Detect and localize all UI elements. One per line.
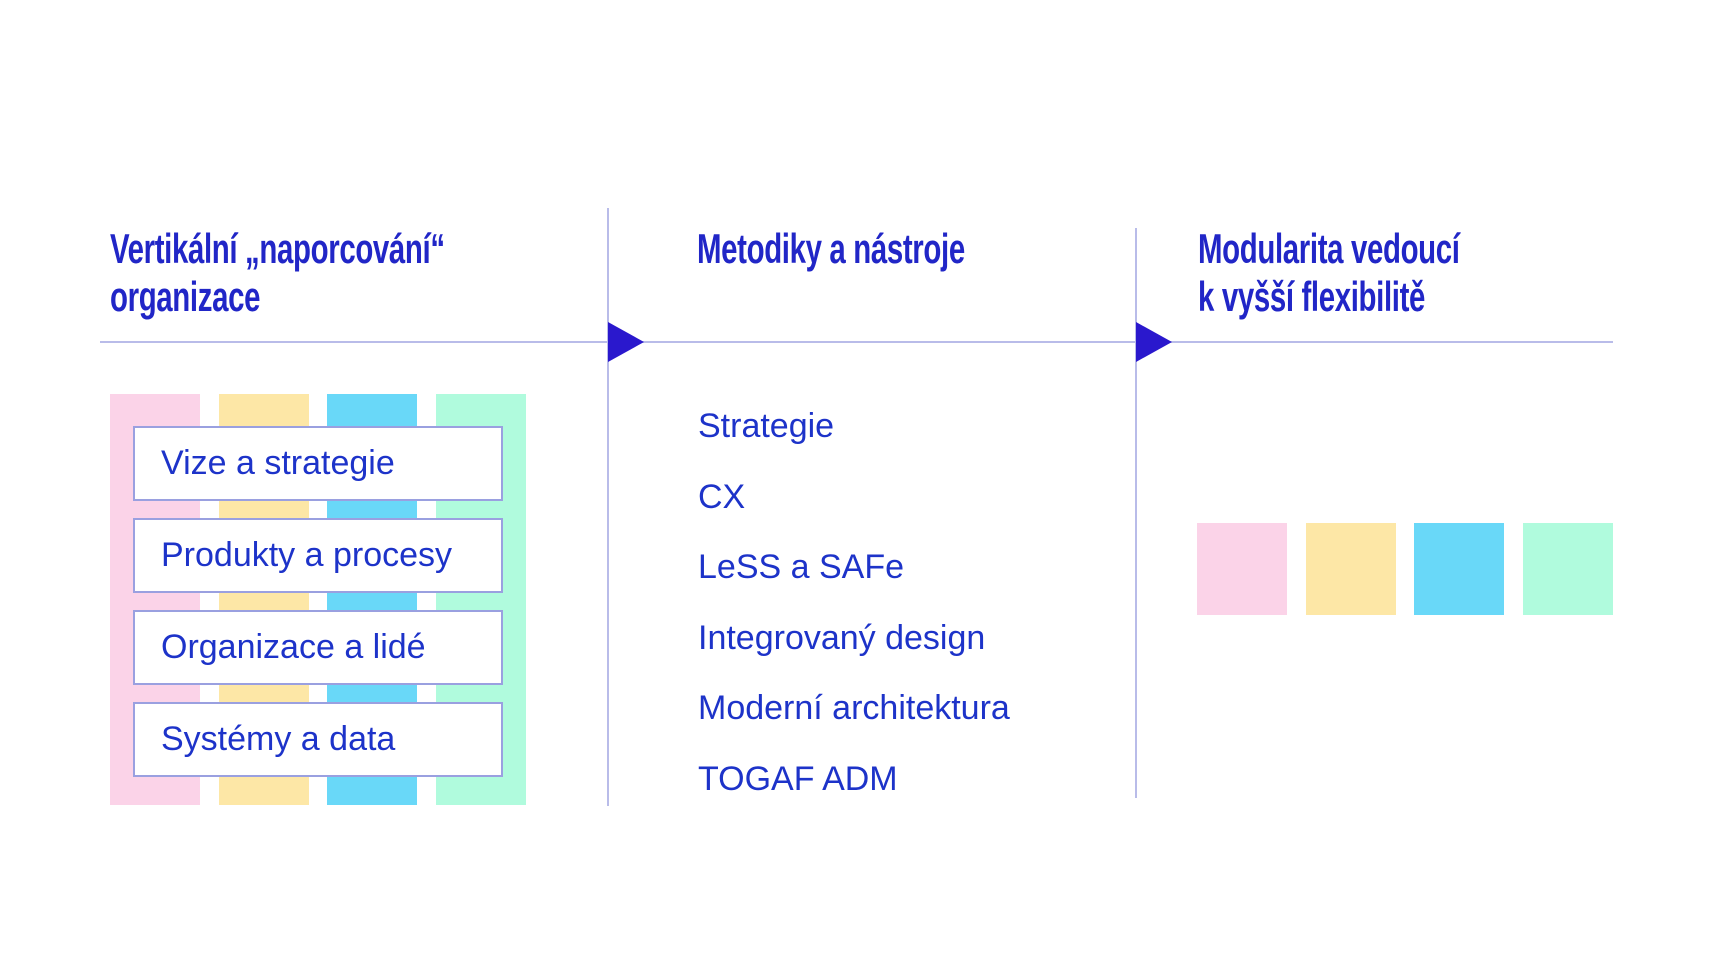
list-item: CX <box>698 477 746 516</box>
layer-box-organizace: Organizace a lidé <box>133 610 503 685</box>
module-square-yellow <box>1305 523 1396 615</box>
column-divider-line-2 <box>1135 228 1137 798</box>
left-column-title: Vertikální „naporcování“ organizace <box>110 225 445 321</box>
organization-layer-boxes: Vize a strategie Produkty a procesy Orga… <box>133 426 503 777</box>
list-item: Strategie <box>698 407 835 445</box>
layer-box-produkty: Produkty a procesy <box>133 518 503 593</box>
list-item: Moderní architektura <box>698 689 1010 727</box>
arrow-right-icon <box>1136 322 1172 362</box>
module-square-pink <box>1197 523 1287 615</box>
layer-box-systemy: Systémy a data <box>133 702 503 777</box>
layer-box-label: Produkty a procesy <box>161 536 453 574</box>
layer-box-label: Systémy a data <box>161 720 396 758</box>
left-column-title-line1: Vertikální „naporcování“ <box>110 225 445 272</box>
module-square-blue <box>1414 523 1505 615</box>
list-item: LeSS a SAFe <box>698 548 905 586</box>
column-divider-line-1 <box>607 208 609 806</box>
right-column-title: Modularita vedoucí k vyšší flexibilitě <box>1198 225 1460 321</box>
layer-box-vize: Vize a strategie <box>133 426 503 501</box>
horizontal-flow-line <box>100 341 1613 343</box>
middle-column-title: Metodiky a nástroje <box>697 225 965 273</box>
left-column-title-line2: organizace <box>110 273 261 320</box>
right-column-title-line1: Modularita vedoucí <box>1198 225 1460 272</box>
list-item: Integrovaný design <box>698 618 986 657</box>
module-square-mint <box>1522 523 1613 615</box>
methods-list: Strategie CX LeSS a SAFe Integrovaný des… <box>698 409 1010 796</box>
layer-box-label: Vize a strategie <box>161 444 395 482</box>
right-column-title-line2: k vyšší flexibilitě <box>1198 273 1426 320</box>
middle-column-title-line1: Metodiky a nástroje <box>697 225 965 272</box>
layer-box-label: Organizace a lidé <box>161 628 426 666</box>
list-item: TOGAF ADM <box>698 759 898 798</box>
arrow-right-icon <box>608 322 644 362</box>
module-squares <box>1197 523 1613 615</box>
